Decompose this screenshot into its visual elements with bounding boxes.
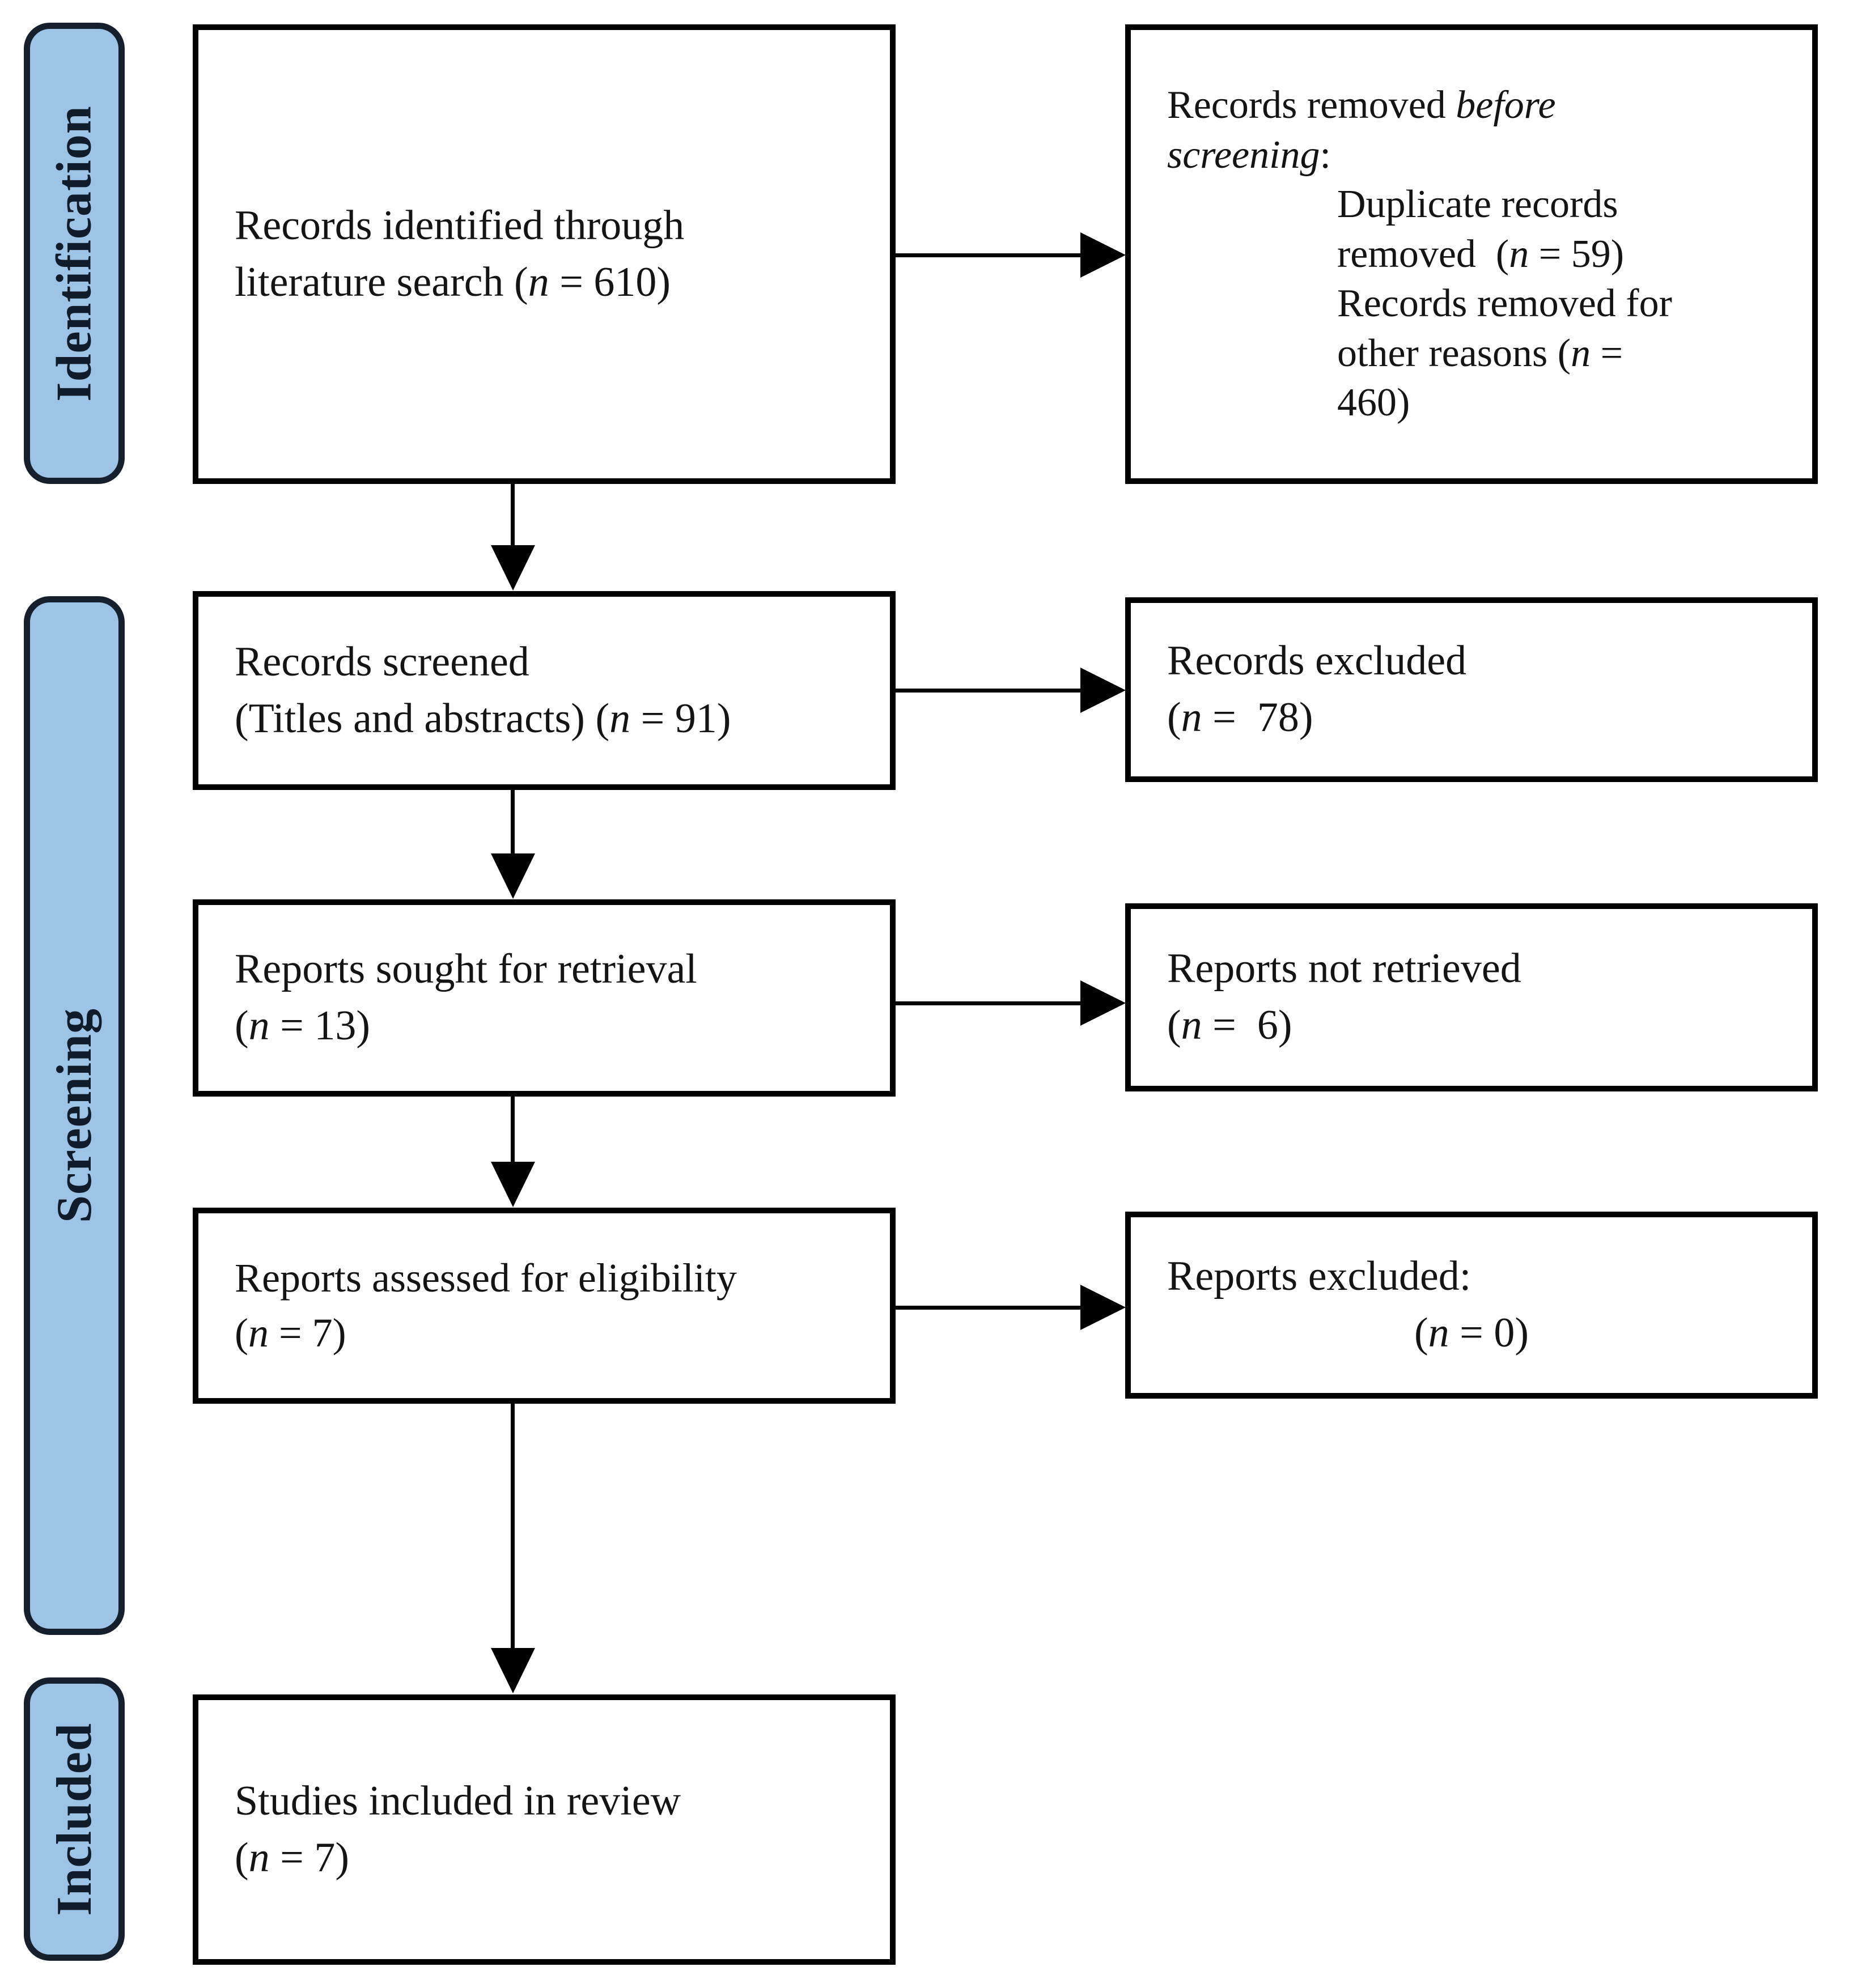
box-records-identified: Records identified through literature se… — [193, 24, 896, 484]
box-text-line: Reports assessed for eligibility — [235, 1255, 737, 1301]
box-text-line: Records excluded — [1167, 638, 1467, 685]
box-text-line: other reasons (n = — [1337, 331, 1623, 375]
box-reports-sought: Reports sought for retrieval (n = 13) — [193, 899, 896, 1097]
box-text-line: (n = 7) — [235, 1834, 350, 1881]
arrow-identified-to-screened-head — [491, 545, 535, 591]
arrow-assessed-to-included-head — [491, 1648, 535, 1693]
stage-label-screening: Screening — [46, 1008, 102, 1223]
stage-bar-identification: Identification — [24, 23, 125, 484]
box-records-removed-before-screening: Records removed before screening: Duplic… — [1125, 24, 1818, 484]
box-text-line: removed (n = 59) — [1337, 232, 1625, 276]
arrow-sought-to-assessed-line — [511, 1097, 515, 1163]
box-records-excluded: Records excluded (n = 78) — [1125, 597, 1818, 782]
box-text-line: 460) — [1337, 381, 1410, 425]
box-text-line: Reports not retrieved — [1167, 945, 1521, 992]
box-text-line: (n = 7) — [235, 1310, 346, 1356]
stage-bar-screening: Screening — [24, 596, 125, 1635]
box-text-line: Duplicate records — [1337, 182, 1618, 227]
box-text-line: Records removed for — [1337, 282, 1672, 326]
box-text-line: (n = 78) — [1167, 694, 1313, 741]
arrow-sought-to-not-retrieved-head — [1080, 980, 1126, 1026]
box-text-line: screening: — [1167, 133, 1331, 177]
box-text-line: (n = 0) — [1414, 1310, 1529, 1356]
arrow-assessed-to-reports-excluded-line — [896, 1306, 1082, 1310]
box-text-line: Records removed before — [1167, 83, 1556, 128]
box-text-line: Reports excluded: — [1167, 1253, 1471, 1300]
box-text-line: Records identified through — [235, 202, 685, 249]
arrow-screened-to-excluded-head — [1080, 668, 1126, 713]
box-text-line: (n = 13) — [235, 1003, 371, 1049]
box-text-line: (n = 6) — [1167, 1002, 1292, 1048]
box-text-line: literature search (n = 610) — [235, 258, 671, 305]
arrow-sought-to-assessed-head — [491, 1162, 535, 1207]
box-records-screened: Records screened (Titles and abstracts) … — [193, 591, 896, 790]
stage-label-identification: Identification — [46, 105, 102, 402]
stage-bar-included: Included — [24, 1677, 125, 1961]
arrow-screened-to-sought-head — [491, 853, 535, 899]
arrow-assessed-to-reports-excluded-head — [1080, 1285, 1126, 1330]
box-reports-not-retrieved: Reports not retrieved (n = 6) — [1125, 903, 1818, 1091]
arrow-screened-to-sought-line — [511, 790, 515, 856]
stage-label-included: Included — [46, 1722, 102, 1916]
box-text-line: Studies included in review — [235, 1777, 681, 1824]
arrow-identified-to-screened-line — [511, 484, 515, 547]
arrow-sought-to-not-retrieved-line — [896, 1001, 1082, 1005]
box-text-line: Reports sought for retrieval — [235, 946, 697, 993]
box-text-line: (Titles and abstracts) (n = 91) — [235, 695, 731, 742]
box-studies-included: Studies included in review (n = 7) — [193, 1694, 896, 1965]
box-reports-assessed: Reports assessed for eligibility (n = 7) — [193, 1208, 896, 1404]
box-text-line: Records screened — [235, 638, 529, 685]
arrow-identified-to-removed-head — [1080, 232, 1126, 278]
arrow-screened-to-excluded-line — [896, 689, 1082, 693]
arrow-assessed-to-included-line — [511, 1404, 515, 1650]
box-reports-excluded: Reports excluded: (n = 0) — [1125, 1212, 1818, 1399]
arrow-identified-to-removed-line — [896, 253, 1082, 257]
